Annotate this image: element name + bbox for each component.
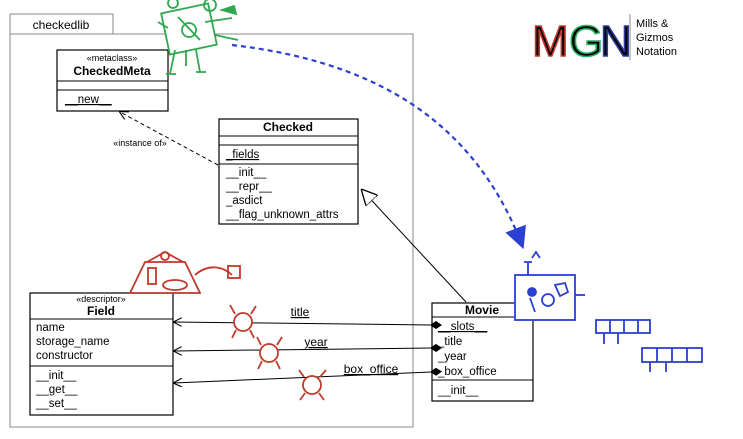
movie-attr-title: _title xyxy=(437,336,462,348)
logo-line-2: Gizmos xyxy=(636,32,674,44)
movie-attr-year: _year xyxy=(437,351,467,363)
checked-method-asdict: _asdict xyxy=(225,195,263,207)
green-gizmo-illustration xyxy=(157,0,239,75)
package-name: checkedlib xyxy=(33,18,90,32)
field-stereotype: «descriptor» xyxy=(76,294,126,304)
checkedmeta-stereotype: «metaclass» xyxy=(87,53,138,63)
logo-line-3: Notation xyxy=(636,46,677,58)
class-checked: Checked _fields __init__ __repr__ _asdic… xyxy=(218,118,359,225)
inheritance-arrow xyxy=(362,190,467,303)
mgn-logo: M G N Mills & Gizmos Notation xyxy=(531,14,677,67)
field-name: Field xyxy=(87,304,115,318)
package-checkedlib: checkedlib xyxy=(9,13,414,428)
movie-attr-box-office: _box_office xyxy=(437,366,497,378)
class-movie: Movie __slots__ _title _year _box_office… xyxy=(431,302,534,402)
checked-method-repr: __repr__ xyxy=(225,181,273,193)
field-attr-name: name xyxy=(36,322,65,334)
checked-method-init: __init__ xyxy=(225,167,267,179)
logo-line-1: Mills & xyxy=(636,18,669,30)
instance-of-label: «instance of» xyxy=(113,138,167,148)
movie-attr-slots: __slots__ xyxy=(437,321,488,333)
assoc-year-label: year xyxy=(304,335,327,349)
relations: «instance of» title year box_office xyxy=(113,112,467,383)
checked-attr-fields: _fields xyxy=(225,149,259,161)
logo-letter-m: M xyxy=(532,17,569,66)
field-attr-storage-name: storage_name xyxy=(36,336,110,348)
assoc-title-line xyxy=(174,322,431,325)
field-method-get: __get__ xyxy=(35,384,78,396)
blue-dashed-arrow xyxy=(231,43,526,250)
class-field: «descriptor» Field name storage_name con… xyxy=(29,292,174,416)
assoc-title-label: title xyxy=(291,305,310,319)
assoc-year-line xyxy=(174,348,431,351)
assoc-box-office-label: box_office xyxy=(344,362,399,376)
red-gizmo-illustration xyxy=(128,250,327,401)
assoc-box-office-line xyxy=(174,372,431,383)
blue-gizmo-illustration xyxy=(514,250,703,372)
checked-name: Checked xyxy=(263,120,313,134)
class-checkedmeta: «metaclass» CheckedMeta __new__ xyxy=(56,49,169,112)
field-attr-constructor: constructor xyxy=(36,350,93,362)
field-method-init: __init__ xyxy=(35,370,77,382)
movie-method-init: __init__ xyxy=(437,385,479,397)
checked-method-flag: __flag_unknown_attrs xyxy=(225,209,339,221)
movie-name: Movie xyxy=(465,303,499,317)
instance-of-arrow xyxy=(120,112,219,166)
logo-letter-g: G xyxy=(569,17,603,66)
logo-letter-n: N xyxy=(600,17,632,66)
checkedmeta-method: __new__ xyxy=(64,94,112,106)
checkedmeta-name: CheckedMeta xyxy=(73,64,151,78)
field-method-set: __set__ xyxy=(35,398,78,410)
